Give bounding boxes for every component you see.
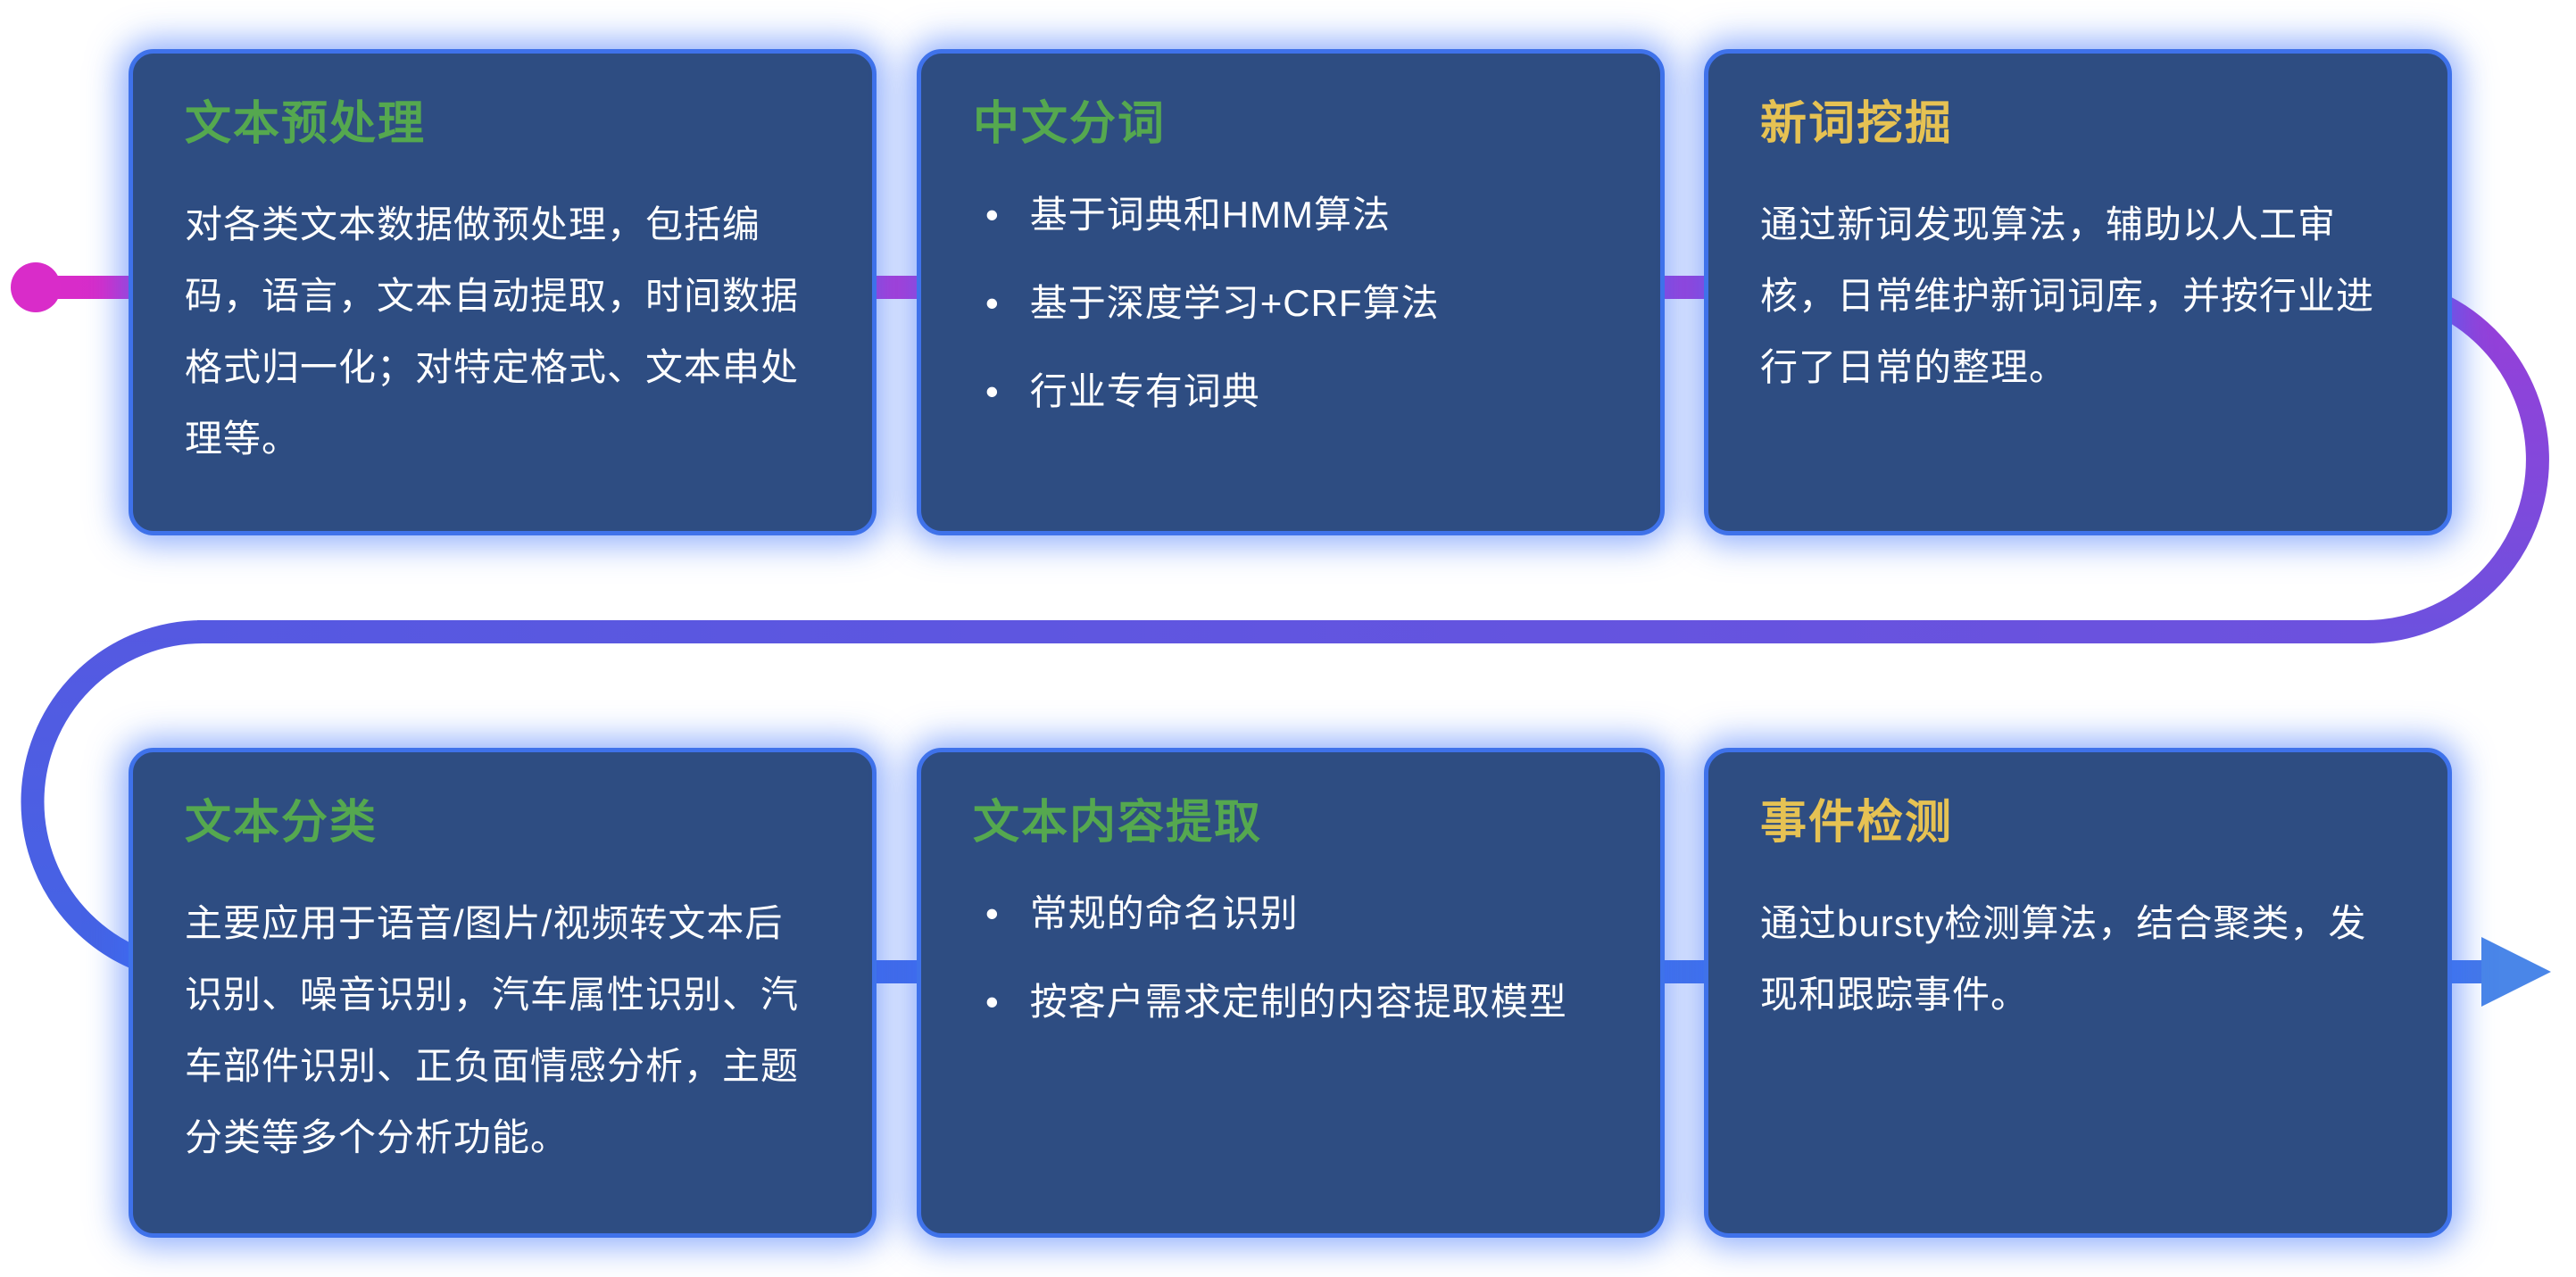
card-title: 事件检测 xyxy=(1760,797,1954,849)
bullet-item: 常规的命名识别 xyxy=(985,888,1608,941)
card-title: 文本分类 xyxy=(185,797,378,849)
card-body: 通过bursty检测算法，结合聚类，发现和跟踪事件。 xyxy=(1760,902,2367,1016)
card-title: 新词挖掘 xyxy=(1760,98,1954,150)
card-text-preprocessing: 文本预处理 对各类文本数据做预处理，包括编码，语言，文本自动提取，时间数据格式归… xyxy=(129,49,877,535)
flow-start-dot xyxy=(11,262,61,312)
card-body: 主要应用于语音/图片/视频转文本后识别、噪音识别，汽车属性识别、汽车部件识别、正… xyxy=(185,902,800,1158)
card-title: 文本内容提取 xyxy=(973,797,1263,849)
card-title: 中文分词 xyxy=(973,98,1167,150)
card-text-classification: 文本分类 主要应用于语音/图片/视频转文本后识别、噪音识别，汽车属性识别、汽车部… xyxy=(129,748,877,1238)
bullet-item: 基于深度学习+CRF算法 xyxy=(985,278,1608,330)
card-chinese-word-segmentation: 中文分词 基于词典和HMM算法 基于深度学习+CRF算法 行业专有词典 xyxy=(917,49,1665,535)
card-bullet-list: 常规的命名识别 按客户需求定制的内容提取模型 xyxy=(973,888,1608,1029)
card-event-detection: 事件检测 通过bursty检测算法，结合聚类，发现和跟踪事件。 xyxy=(1704,748,2452,1238)
bullet-item: 行业专有词典 xyxy=(985,366,1608,419)
card-body: 对各类文本数据做预处理，包括编码，语言，文本自动提取，时间数据格式归一化；对特定… xyxy=(185,203,800,460)
flow-segment-left-uturn xyxy=(21,620,204,983)
card-title: 文本预处理 xyxy=(185,98,427,150)
bullet-item: 按客户需求定制的内容提取模型 xyxy=(985,976,1608,1029)
bullet-item: 基于词典和HMM算法 xyxy=(985,189,1608,242)
flow-end-arrow-icon xyxy=(2481,937,2551,1007)
card-body: 通过新词发现算法，辅助以人工审核，日常维护新词词库，并按行业进行了日常的整理。 xyxy=(1760,203,2375,388)
card-text-content-extraction: 文本内容提取 常规的命名识别 按客户需求定制的内容提取模型 xyxy=(917,748,1665,1238)
card-bullet-list: 基于词典和HMM算法 基于深度学习+CRF算法 行业专有词典 xyxy=(973,189,1608,418)
card-new-word-mining: 新词挖掘 通过新词发现算法，辅助以人工审核，日常维护新词词库，并按行业进行了日常… xyxy=(1704,49,2452,535)
